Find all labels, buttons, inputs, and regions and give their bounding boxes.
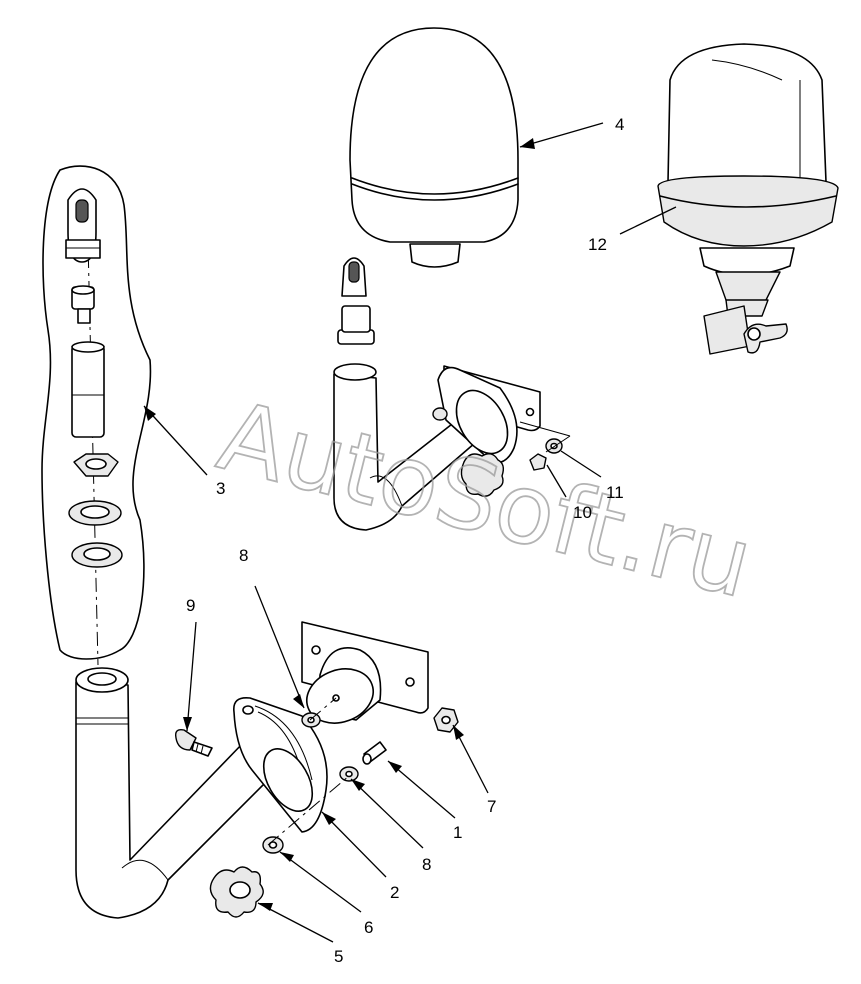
beacon-mounted (657, 43, 839, 355)
callout-10: 10 (573, 503, 592, 522)
cable-connector-top (65, 188, 101, 263)
star-knob (209, 866, 264, 918)
axis-washer (309, 697, 337, 721)
pin (362, 741, 387, 765)
callout-4: 4 (615, 115, 624, 134)
washer-a (68, 500, 122, 526)
nut-7 (433, 707, 459, 733)
hex-nut (73, 453, 119, 477)
sleeve-tube (71, 341, 105, 438)
washer-6 (262, 836, 284, 854)
washer-8-lower (339, 766, 359, 782)
callout-11: 11 (606, 483, 624, 502)
bracket-collar (262, 748, 314, 812)
callout-1: 1 (453, 823, 462, 842)
bushing-small (71, 285, 95, 324)
washer-8-upper (301, 712, 321, 728)
mount-plate-bottom (301, 621, 429, 724)
group-3-outline (41, 165, 152, 660)
callout-7: 7 (487, 797, 496, 816)
wing-screw (174, 728, 213, 757)
callout-12: 12 (588, 235, 607, 254)
axis-knob (267, 774, 351, 846)
washer-b (71, 542, 123, 568)
callout-9: 9 (186, 596, 195, 615)
group-3-axis (86, 199, 99, 666)
callout-2: 2 (390, 883, 399, 902)
callout-3: 3 (216, 479, 225, 498)
bracket-assembled (333, 257, 571, 531)
callout-8-lower: 8 (422, 855, 431, 874)
leader-arrowheads (144, 138, 535, 911)
beacon-dome (349, 27, 519, 268)
callout-5: 5 (334, 947, 343, 966)
callout-8-upper: 8 (239, 546, 248, 565)
bracket-tube-bottom (75, 667, 279, 919)
callout-6: 6 (364, 918, 373, 937)
